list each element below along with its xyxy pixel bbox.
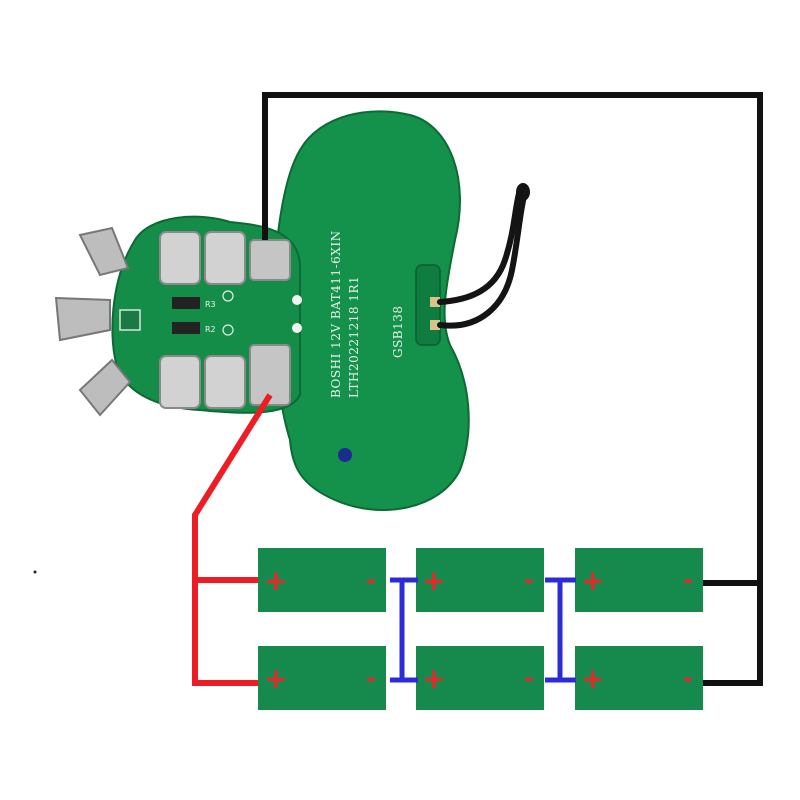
thermistor-head (516, 183, 530, 201)
negative-wire (262, 92, 763, 586)
cell-positive-sign: + (264, 564, 287, 597)
board-model-text: BOSHI 12V BAT411-6XIN (329, 230, 343, 398)
cell-negative-sign: - (366, 664, 376, 692)
polarity-mark (222, 290, 234, 302)
battery-cell: +- (416, 548, 544, 612)
series-links (390, 577, 576, 683)
cell-positive-sign: + (264, 662, 287, 695)
terminal-board: R3 R2 (54, 215, 302, 417)
bms-pcb-board: BOSHI 12V BAT411-6XIN LTH20221218 1R1 GS… (273, 110, 470, 511)
battery-cell: +- (575, 548, 703, 612)
cell-positive-sign: + (422, 564, 445, 597)
resistor-component (172, 322, 200, 334)
spring-clip (78, 358, 132, 417)
cell-negative-sign: - (524, 566, 534, 594)
cell-body (416, 646, 544, 710)
thermistor-wire (437, 187, 523, 305)
battery-cell: +- (416, 646, 544, 710)
stray-dot (33, 570, 37, 574)
cell-positive-sign: + (581, 564, 604, 597)
r3-label: R3 (205, 300, 216, 309)
via-hole (292, 323, 302, 333)
positive-wire (192, 393, 273, 686)
solder-pad (430, 297, 440, 307)
polarity-mark (222, 324, 234, 336)
solder-tab (249, 344, 291, 406)
cell-positive-sign: + (581, 662, 604, 695)
board-serial-text: LTH20221218 1R1 (347, 276, 361, 398)
spring-clip (78, 226, 130, 277)
r2-label: R2 (205, 325, 216, 334)
battery-terminal (204, 355, 246, 409)
pcb-outline (273, 110, 470, 511)
solder-pad (430, 320, 440, 330)
cell-body (575, 548, 703, 612)
cell-body (258, 646, 386, 710)
battery-terminal (204, 231, 246, 285)
cell-body (258, 548, 386, 612)
via-hole (292, 295, 302, 305)
resistor-component (172, 297, 200, 309)
battery-cell: +- (258, 646, 386, 710)
cell-negative-sign: - (524, 664, 534, 692)
solder-tab (249, 239, 291, 281)
battery-terminal (159, 355, 201, 409)
spring-clip (54, 296, 111, 342)
battery-cell: +- (575, 646, 703, 710)
cell-body (416, 548, 544, 612)
thermistor-wire (437, 189, 528, 329)
mounting-dot (338, 448, 352, 462)
battery-cells: +-+-+-+-+-+- (258, 548, 703, 710)
cell-positive-sign: + (422, 662, 445, 695)
cell-negative-sign: - (683, 664, 693, 692)
cell-negative-sign: - (366, 566, 376, 594)
cell-body (575, 646, 703, 710)
battery-cell: +- (258, 548, 386, 612)
negative-wire-branch (700, 583, 763, 686)
cell-negative-sign: - (683, 566, 693, 594)
board-marking-text: GSB138 (391, 305, 405, 358)
pad-square (119, 309, 141, 331)
battery-terminal (159, 231, 201, 285)
